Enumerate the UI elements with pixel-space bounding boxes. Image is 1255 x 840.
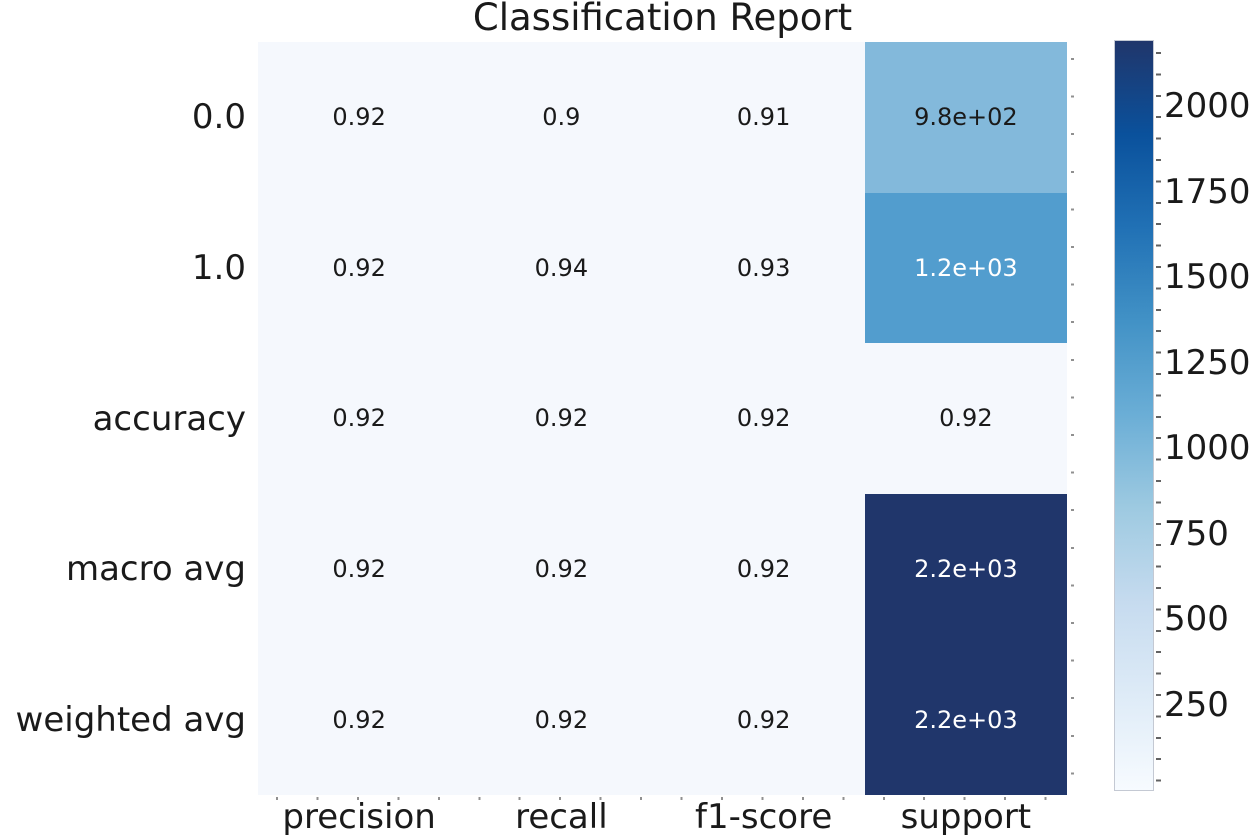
heatmap-cell: 0.92 — [258, 343, 461, 494]
heatmap-cell: 0.92 — [460, 644, 663, 795]
chart-title: Classification Report — [472, 0, 853, 39]
x-axis-minor-ticks — [276, 797, 1067, 800]
x-tick-label: precision — [282, 797, 436, 837]
colorbar-tick-label: 500 — [1164, 599, 1229, 640]
heatmap-cell: 0.91 — [662, 42, 865, 193]
y-tick-label: accuracy — [92, 398, 246, 439]
heatmap-cell: 0.94 — [460, 192, 663, 344]
heatmap-cell: 0.92 — [460, 493, 663, 645]
heatmap-cell: 0.92 — [460, 343, 663, 494]
heatmap-cell: 0.9 — [460, 42, 663, 193]
heatmap-cell: 0.92 — [662, 493, 865, 645]
x-tick-label: f1-score — [695, 797, 833, 837]
y-tick-label: 0.0 — [191, 97, 246, 138]
heatmap-cell: 0.92 — [258, 493, 461, 645]
colorbar-tick-label: 1750 — [1164, 171, 1251, 212]
y-tick-label: macro avg — [65, 549, 246, 590]
colorbar-tick-label: 1000 — [1164, 428, 1251, 469]
heatmap-cell: 0.92 — [864, 343, 1067, 494]
heatmap-cell: 0.92 — [258, 42, 461, 193]
heatmap-cell: 0.92 — [662, 343, 865, 494]
colorbar-tick-label: 1250 — [1164, 342, 1251, 383]
heatmap-cell: 0.92 — [258, 192, 461, 344]
colorbar — [1115, 41, 1153, 790]
colorbar-tick-label: 250 — [1164, 684, 1229, 725]
heatmap-cell: 9.8e+02 — [864, 42, 1067, 193]
x-axis-labels: precision recall f1-score support — [258, 797, 1067, 840]
heatmap-cell: 2.2e+03 — [864, 644, 1067, 795]
colorbar-tick-label: 1500 — [1164, 257, 1251, 298]
heatmap-cell: 0.92 — [258, 644, 461, 795]
y-tick-label: 1.0 — [191, 247, 246, 288]
x-tick-label: recall — [515, 797, 608, 837]
y-axis-minor-ticks — [1071, 58, 1074, 795]
heatmap-cell: 2.2e+03 — [864, 493, 1067, 645]
heatmap-cell: 1.2e+03 — [864, 192, 1067, 344]
y-axis-labels: 0.0 1.0 accuracy macro avg weighted avg — [0, 42, 246, 795]
heatmap-cell: 0.92 — [662, 644, 865, 795]
colorbar-minor-ticks — [1156, 52, 1161, 790]
colorbar-tick-label: 2000 — [1164, 86, 1251, 127]
x-tick-label: support — [900, 797, 1032, 837]
colorbar-tick-labels: 2000 1750 1500 1250 1000 750 500 250 — [1164, 41, 1255, 790]
heatmap-cell: 0.93 — [662, 192, 865, 344]
colorbar-tick-label: 750 — [1164, 513, 1229, 554]
y-tick-label: weighted avg — [15, 699, 246, 740]
